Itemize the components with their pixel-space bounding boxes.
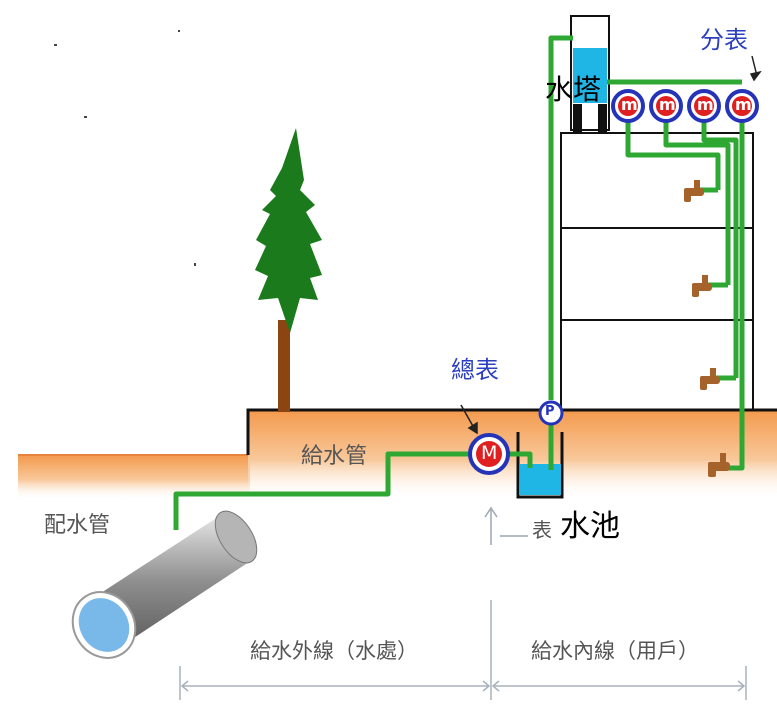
branch-meter-letter: m xyxy=(697,95,714,114)
master-meter-label: 總表 xyxy=(451,356,499,384)
speckles xyxy=(54,30,196,266)
faucet-icons xyxy=(684,180,730,477)
branch-meter-letter: m xyxy=(621,95,638,114)
branch-meter-icon xyxy=(725,89,759,123)
water-pool xyxy=(516,432,564,499)
branch-meter-letter: m xyxy=(659,95,676,114)
water-tower xyxy=(570,15,610,132)
outer-line-label: 給水外線（水處） xyxy=(250,639,418,663)
water-pool-label: 水池 xyxy=(560,509,620,544)
branch-meter-label: 分表 xyxy=(700,26,748,54)
dimension-lines xyxy=(179,600,747,700)
branch-meter-letter: m xyxy=(735,95,752,114)
pump-icon xyxy=(538,400,564,426)
faucet-icon xyxy=(708,453,730,477)
water-tower-label: 水塔 xyxy=(545,73,602,106)
supply-pipe-line xyxy=(173,451,472,530)
main-meter-letter: M xyxy=(481,442,498,464)
meter-pointer xyxy=(484,506,528,545)
inner-line-label: 給水內線（用戶） xyxy=(531,639,699,663)
branch-meter-icon xyxy=(611,89,645,123)
faucet-icon xyxy=(700,368,720,390)
faucet-icon xyxy=(684,180,704,202)
branch-meters xyxy=(611,89,759,123)
branch-meter-icon xyxy=(687,89,721,123)
meter-partial-label: 表 xyxy=(532,518,552,542)
distribution-pipe-icon xyxy=(71,510,258,659)
building xyxy=(560,132,754,411)
pointer-arrows xyxy=(460,55,762,435)
branch-meter-icon xyxy=(649,89,683,123)
faucet-icon xyxy=(692,275,712,297)
distribution-pipe-label: 配水管 xyxy=(44,513,111,538)
tree-icon xyxy=(255,128,322,412)
pump-letter: P xyxy=(545,404,555,419)
supply-pipe-label: 給水管 xyxy=(301,444,368,469)
main-meter-icon xyxy=(468,433,510,475)
pipes xyxy=(173,35,745,530)
